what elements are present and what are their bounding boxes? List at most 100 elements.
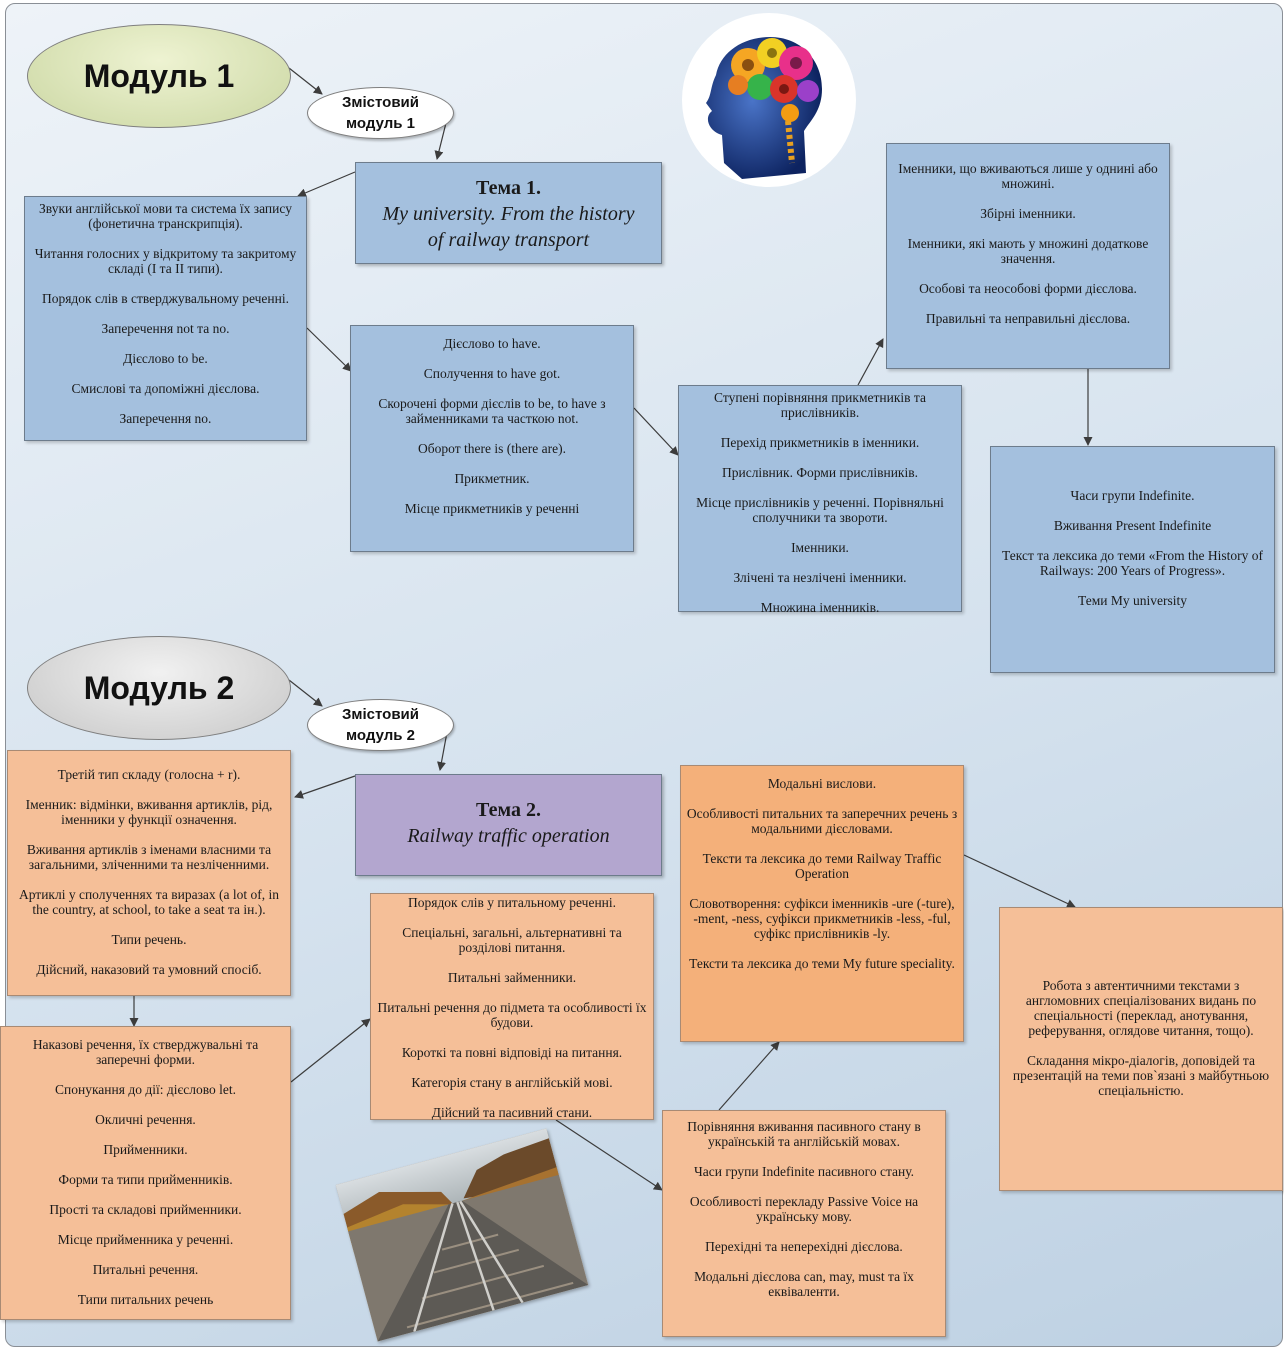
adjectives-item: Перехід прикметників в іменники. (720, 435, 920, 450)
content-module2-line1: Змістовий (342, 706, 419, 723)
authentic-box: Робота з автентичними текстами з англомо… (999, 907, 1283, 1191)
theme1-title: Тема 1. (476, 177, 541, 199)
phonetics-item: Дієслово to be. (123, 351, 208, 366)
arrow-modal-to-authentic (963, 854, 1076, 908)
phonetics-item: Заперечення not та no. (101, 321, 230, 336)
articles-item: Типи речень. (111, 932, 187, 947)
questions-item: Короткі та повні відповіді на питання. (401, 1045, 623, 1060)
questions-item: Спеціальні, загальні, альтернативні та р… (402, 925, 622, 955)
imperative-item: Місце прийменника у реченні. (57, 1232, 234, 1247)
nouns-item: Правильні та неправильні дієслова. (925, 311, 1131, 326)
module2-oval: Модуль 2 (27, 636, 291, 740)
passive-item: Порівняння вживання пасивного стану в ук… (687, 1119, 921, 1149)
modal-item: Словотворення: суфікси іменників -ure (-… (689, 896, 955, 941)
imperative-item: Питальні речення. (92, 1262, 199, 1277)
content-module1-oval: Змістовий модуль 1 (307, 87, 454, 139)
module1-title: Модуль 1 (83, 57, 235, 94)
nouns-item: Збірні іменники. (980, 206, 1076, 221)
adjectives-item: Злічені та незлічені іменники. (733, 570, 907, 585)
articles-item: Артиклі у сполученнях та виразах (a lot … (18, 887, 280, 917)
authentic-item: Складання мікро-діалогів, доповідей та п… (1012, 1053, 1270, 1098)
articles-item: Дійсний, наказовий та умовний спосіб. (36, 962, 262, 977)
imperative-item: Прийменники. (103, 1142, 188, 1157)
questions-item: Питальні речення до підмета та особливос… (377, 1000, 647, 1030)
adjectives-item: Іменники. (791, 540, 849, 555)
arrow-imperative-to-questions (290, 1018, 371, 1083)
authentic-item: Робота з автентичними текстами з англомо… (1025, 978, 1257, 1038)
imperative-item: Спонукання до дії: дієслово let. (55, 1082, 236, 1097)
have-box: Дієслово to have. Сполучення to have got… (350, 325, 634, 552)
theme2-title: Тема 2. (476, 799, 541, 821)
phonetics-item: Читання голосних у відкритому та закрито… (34, 246, 297, 276)
phonetics-item: Порядок слів в стверджувальному реченні. (41, 291, 290, 306)
railway-tracks-photo (335, 1128, 589, 1342)
arrow-module2-to-content (288, 679, 323, 707)
tenses-box: Часи групи Indefinite. Вживання Present … (990, 446, 1275, 673)
theme2-box: Тема 2. Railway traffic operation (355, 774, 662, 876)
arrow-theme2-to-articles (294, 775, 356, 799)
tenses-item: Текст та лексика до теми «From the Histo… (1002, 548, 1263, 578)
module2-title: Модуль 2 (83, 669, 235, 706)
tenses-item: Часи групи Indefinite. (1070, 488, 1195, 503)
modal-box: Модальні вислови. Особливості питальних … (680, 765, 964, 1042)
passive-item: Модальні дієслова can, may, must та їх е… (694, 1269, 914, 1299)
nouns-item: Особові та неособові форми дієслова. (919, 281, 1137, 296)
content-module1-line1: Змістовий (342, 94, 419, 111)
nouns-item: Іменники, які мають у множині додаткове … (907, 236, 1149, 266)
module1-oval: Модуль 1 (27, 24, 291, 128)
passive-item: Особливості перекладу Passive Voice на у… (689, 1194, 919, 1224)
have-item: Місце прикметників у реченні (404, 501, 580, 516)
theme1-box: Тема 1. My university. From the history … (355, 162, 662, 264)
arrow-adjectives-to-nouns (857, 338, 884, 386)
arrow-module1-to-content (288, 67, 323, 95)
phonetics-item: Звуки англійської мови та система їх зап… (39, 201, 292, 231)
imperative-item: Типи питальних речень (77, 1292, 214, 1307)
adjectives-box: Ступені порівняння прикметників та присл… (678, 385, 962, 615)
questions-item: Дійсний та пасивний стани. (431, 1105, 593, 1120)
nouns-box: Іменники, що вживаються лише у однині аб… (886, 143, 1170, 369)
arrow-have-to-adjectives (633, 407, 679, 456)
questions-item: Порядок слів у питальному реченні. (407, 895, 617, 910)
arrow-phonetics-to-have (306, 327, 352, 372)
imperative-item: Прості та складові прийменники. (49, 1202, 242, 1217)
modal-item: Особливості питальних та заперечних рече… (686, 806, 958, 836)
questions-item: Питальні займенники. (447, 970, 577, 985)
railway-photo (335, 1128, 589, 1342)
modal-item: Тексти та лексика до теми My future spec… (689, 956, 955, 971)
have-item: Оборот there is (there are). (418, 441, 566, 456)
content-module1-line2: модуль 1 (346, 115, 415, 132)
theme2-subtitle: Railway traffic operation (407, 825, 610, 847)
brain-gears-image (682, 13, 856, 187)
imperative-item: Окличні речення. (95, 1112, 196, 1127)
imperative-item: Форми та типи прийменників. (58, 1172, 233, 1187)
modal-item: Модальні вислови. (767, 776, 877, 791)
articles-item: Вживання артиклів з іменами власними та … (26, 842, 272, 872)
modal-item: Тексти та лексика до теми Railway Traffi… (702, 851, 942, 881)
theme1-subtitle-line2: of railway transport (427, 229, 590, 251)
imperative-item: Наказові речення, їх стверджувальні та з… (32, 1037, 259, 1067)
tenses-item: Теми My university (1078, 593, 1187, 608)
adjectives-item: Місце прислівників у реченні. Порівняльн… (696, 495, 944, 525)
passive-item: Перехідні та неперехідні дієслова. (705, 1239, 903, 1254)
questions-item: Категорія стану в англійській мові. (411, 1075, 613, 1090)
phonetics-item: Заперечення no. (119, 411, 212, 426)
phonetics-box: Звуки англійської мови та система їх зап… (24, 196, 307, 441)
articles-item: Іменник: відмінки, вживання артиклів, рі… (25, 797, 273, 827)
nouns-item: Іменники, що вживаються лише у однині аб… (898, 161, 1158, 191)
passive-box: Порівняння вживання пасивного стану в ук… (662, 1110, 946, 1337)
have-item: Сполучення to have got. (423, 366, 561, 381)
have-item: Скорочені форми дієслів to be, to have з… (378, 396, 606, 426)
theme1-subtitle-line1: My university. From the history (382, 203, 635, 225)
imperative-box: Наказові речення, їх стверджувальні та з… (0, 1026, 291, 1320)
brain-gears-illustration (706, 37, 822, 179)
have-item: Дієслово to have. (443, 336, 541, 351)
articles-item: Третій тип складу (голосна + r). (57, 767, 241, 782)
arrow-theme1-to-phonetics (297, 171, 356, 198)
arrow-passive-to-modal (718, 1041, 780, 1111)
tenses-item: Вживання Present Indefinite (1053, 518, 1212, 533)
arrow-questions-to-passive (555, 1119, 663, 1191)
phonetics-item: Смислові та допоміжні дієслова. (71, 381, 260, 396)
questions-box: Порядок слів у питальному реченні. Спеці… (370, 893, 654, 1120)
